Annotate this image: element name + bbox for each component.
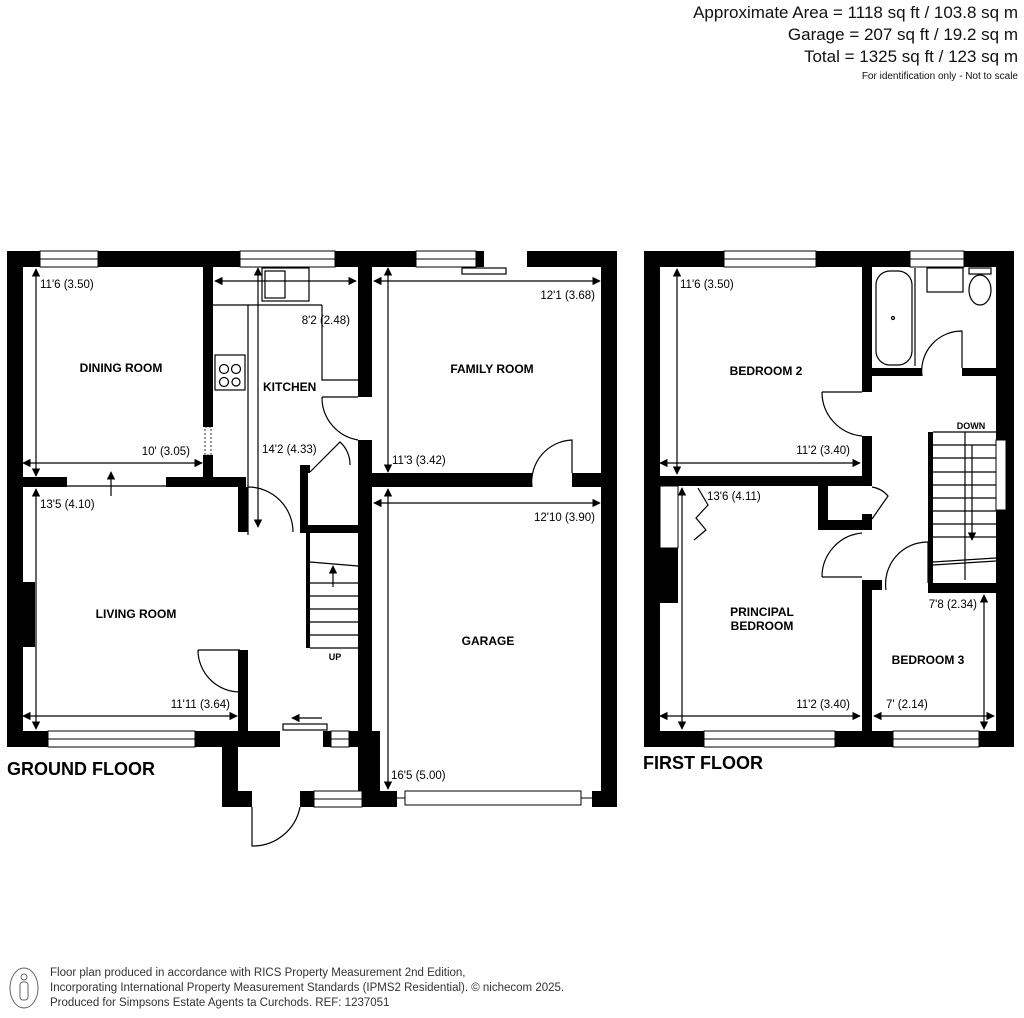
bedroom-2-width: 11'2 (3.40)	[796, 445, 850, 457]
family-room-depth: 11'3 (3.42)	[392, 455, 446, 467]
dining-room-width: 10' (3.05)	[142, 446, 190, 458]
ground-floor-title: GROUND FLOOR	[7, 759, 155, 779]
bedroom-3-depth: 7'8 (2.34)	[929, 599, 977, 611]
bedroom-3-width: 7' (2.14)	[886, 699, 928, 711]
approximate-area: Approximate Area = 1118 sq ft / 103.8 sq…	[693, 3, 1018, 22]
stairs-up-label: UP	[329, 652, 342, 662]
principal-bedroom-width: 11'2 (3.40)	[796, 699, 850, 711]
first-dimension-lines	[659, 268, 995, 730]
principal-bedroom-label-2: BEDROOM	[731, 619, 794, 633]
principal-bedroom-depth: 13'6 (4.11)	[707, 491, 761, 503]
footer-line-2: Incorporating International Property Mea…	[50, 982, 565, 994]
family-room-width: 12'1 (3.68)	[540, 290, 595, 302]
scale-note: For identification only - Not to scale	[861, 71, 1018, 82]
person-icon	[9, 967, 39, 1009]
kitchen-length: 14'2 (4.33)	[262, 444, 317, 456]
family-room-label: FAMILY ROOM	[450, 362, 533, 376]
footer-line-3: Produced for Simpsons Estate Agents ta C…	[50, 997, 390, 1009]
kitchen-label: KITCHEN	[263, 380, 316, 394]
garage-label: GARAGE	[462, 634, 515, 648]
bedroom-2-label: BEDROOM 2	[730, 364, 803, 378]
total-area: Total = 1325 sq ft / 123 sq m	[803, 47, 1018, 66]
garage-width: 12'10 (3.90)	[534, 512, 595, 524]
stairs-down-label: DOWN	[957, 421, 986, 431]
living-room-depth: 13'5 (4.10)	[40, 499, 95, 511]
garage-length: 16'5 (5.00)	[391, 770, 446, 782]
living-room-label: LIVING ROOM	[96, 607, 177, 621]
first-floor-linework	[693, 267, 997, 591]
dining-room-label: DINING ROOM	[80, 361, 163, 375]
footer-line-1: Floor plan produced in accordance with R…	[50, 967, 466, 979]
footer: Floor plan produced in accordance with R…	[8, 966, 564, 1011]
living-room-width: 11'11 (3.64)	[171, 699, 230, 711]
garage-area: Garage = 207 sq ft / 19.2 sq m	[787, 25, 1018, 44]
area-summary: Approximate Area = 1118 sq ft / 103.8 sq…	[693, 2, 1018, 86]
ground-floor-linework	[67, 267, 573, 847]
bedroom-2-depth: 11'6 (3.50)	[680, 279, 734, 291]
ground-dimension-lines	[22, 267, 601, 790]
footer-text: Floor plan produced in accordance with R…	[50, 966, 564, 1011]
first-floor-title: FIRST FLOOR	[643, 753, 763, 773]
bedroom-3-label: BEDROOM 3	[892, 653, 965, 667]
kitchen-width: 8'2 (2.48)	[302, 315, 350, 327]
dining-room-depth: 11'6 (3.50)	[40, 279, 94, 291]
first-floor-plan	[644, 250, 1014, 748]
principal-bedroom-label-1: PRINCIPAL	[730, 605, 794, 619]
